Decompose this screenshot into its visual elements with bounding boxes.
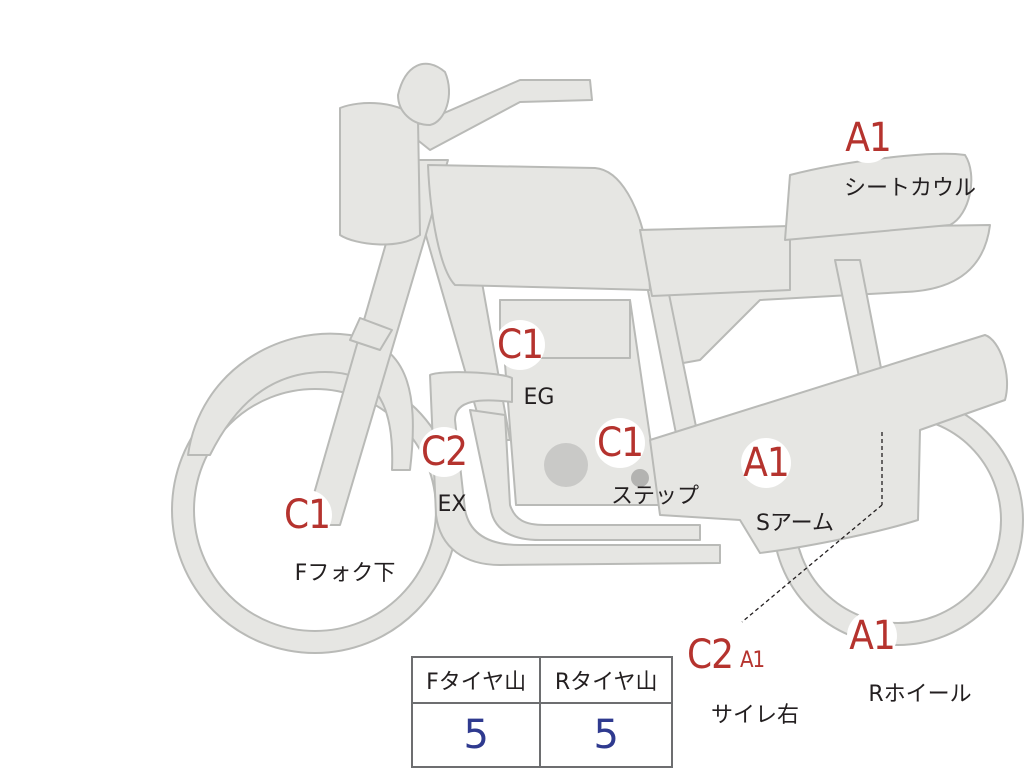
part-label-seat-cowl: シートカウル [843,176,977,201]
grade-badge-rear-wheel: A1 [847,611,897,661]
grade-badge-seat-cowl: A1 [843,113,893,163]
front-tire-tread-value: 5 [410,702,542,768]
seat [639,225,791,297]
rear-tire-tread-header: Rタイヤ山 [539,656,673,704]
swing-arm-muffler [649,334,1009,554]
part-label-swing-arm: Sアーム [756,511,834,536]
tire-tread-table: Fタイヤ山 Rタイヤ山 5 5 [410,656,673,768]
tire-tread-header-row: Fタイヤ山 Rタイヤ山 [410,656,673,704]
part-label-exhaust: EX [437,492,467,517]
rear-tire-tread-value: 5 [539,702,673,768]
part-label-step: ステップ [610,484,700,509]
grade-badge-muffler-right-secondary: A1 [735,643,769,677]
grade-badge-engine: C1 [495,320,545,370]
grade-badge-step: C1 [595,418,645,468]
front-tire-tread-header: Fタイヤ山 [410,656,542,704]
seat-cowl [784,152,973,241]
grade-badge-swing-arm: A1 [741,438,791,488]
fuel-tank [427,164,651,291]
part-label-fork-lower: Fフォク下 [294,561,396,586]
grade-badge-muffler-right: C2 [685,630,735,680]
tire-tread-value-row: 5 5 [410,702,673,768]
part-label-engine: EG [523,385,555,410]
handlebar [404,79,593,151]
exhaust-pipe [429,371,721,566]
grade-badge-exhaust: C2 [419,427,469,477]
part-label-muffler-right: サイレ右 [710,703,800,728]
mirror [397,62,450,126]
headlight [339,102,421,246]
grade-badge-fork-lower: C1 [282,490,332,540]
part-label-rear-wheel: Rホイール [868,682,972,707]
